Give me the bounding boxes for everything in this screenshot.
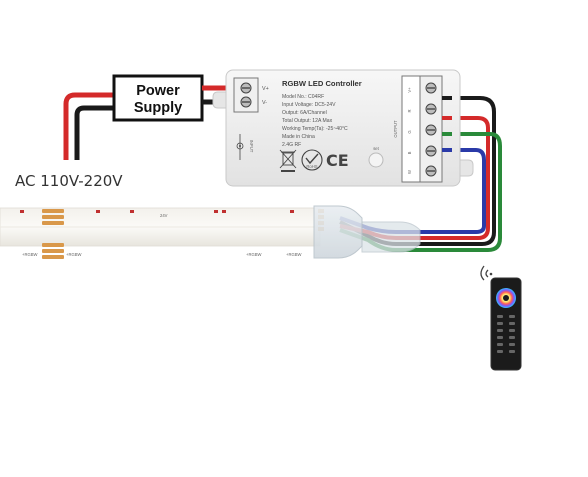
strip-marking: +RGBW	[66, 252, 82, 257]
output-pin-label: W	[407, 170, 412, 174]
spec-line: 2.4G RF	[282, 142, 301, 148]
output-pin-label: V+	[407, 87, 412, 93]
led-strip: +RGBW +RGBW +RGBW +RGBW 24V	[0, 207, 324, 259]
rohs-check-icon	[301, 149, 323, 171]
ac-black-wire	[74, 105, 114, 160]
power-supply-line2: Supply	[134, 100, 182, 116]
remote-buttons	[497, 315, 515, 353]
strip-voltage-marking: 24V	[160, 213, 168, 218]
remote-button[interactable]	[509, 350, 515, 353]
strip-marking: +RGBW	[246, 252, 262, 257]
remote-button[interactable]	[509, 322, 515, 325]
output-pin-g: G	[407, 124, 437, 136]
remote-button[interactable]	[497, 343, 503, 346]
remote-button[interactable]	[509, 315, 515, 318]
output-pin-w: W	[407, 165, 437, 177]
ce-mark: CE	[326, 151, 349, 170]
dc-input-symbol-icon	[236, 134, 244, 160]
strip-marking: +RGBW	[22, 252, 38, 257]
remote-button[interactable]	[497, 350, 503, 353]
spec-line: Input Voltage: DC5-24V	[282, 102, 336, 108]
controller-title: RGBW LED Controller	[282, 79, 362, 88]
input-pin-minus-label: V-	[262, 100, 267, 106]
remote-button[interactable]	[509, 336, 515, 339]
remote-button[interactable]	[497, 336, 503, 339]
remote-button[interactable]	[497, 322, 503, 325]
input-label: INPUT	[249, 140, 254, 153]
rf-remote	[480, 265, 522, 371]
input-pin-plus-label: V+	[262, 86, 269, 92]
ac-red-wire	[63, 92, 114, 160]
spec-line: Made in China	[282, 134, 315, 140]
controller-specs: Model No.: C04RF Input Voltage: DC5-24V …	[282, 94, 348, 148]
set-button[interactable]	[368, 152, 384, 168]
rohs-label: RoHS	[306, 164, 317, 169]
output-label: OUTPUT	[393, 120, 398, 138]
weee-bin-icon	[279, 149, 297, 172]
remote-button[interactable]	[497, 315, 503, 318]
rgbw-controller: V+ V- INPUT RGBW LED Controller Model No…	[212, 69, 474, 187]
strip-solder-pads	[42, 209, 324, 259]
output-pin-label: G	[407, 130, 412, 133]
remote-button[interactable]	[509, 329, 515, 332]
output-pin-b: B	[407, 145, 437, 157]
ac-voltage-label: AC 110V-220V	[15, 172, 123, 190]
wireless-signal-icon	[480, 265, 493, 281]
output-pin-r: R	[407, 103, 437, 115]
output-pin-label: R	[407, 109, 412, 112]
wire-sleeve	[361, 221, 421, 253]
output-pin-label: B	[407, 151, 412, 154]
strip-marking: +RGBW	[286, 252, 302, 257]
spec-line: Model No.: C04RF	[282, 94, 324, 100]
output-pin-vplus: V+	[407, 82, 437, 94]
set-label: set	[373, 146, 379, 151]
spec-line: Output: 6A/Channel	[282, 110, 327, 116]
power-supply-box	[112, 74, 204, 122]
strip-components	[20, 210, 294, 213]
ac-input-wires	[63, 92, 114, 160]
rohs-badge: RoHS	[301, 149, 323, 171]
strip-end-cap	[313, 205, 363, 259]
spec-line: Total Output: 12A Max	[282, 118, 333, 124]
controller-mount-left	[212, 91, 227, 109]
power-supply-line1: Power	[136, 83, 180, 99]
controller-mount-right	[459, 159, 474, 177]
output-pins: V+ R G B W	[407, 82, 437, 177]
remote-button[interactable]	[497, 329, 503, 332]
spec-line: Working Temp(Ta): -25~40°C	[282, 126, 348, 132]
remote-button[interactable]	[509, 343, 515, 346]
remote-center-button[interactable]	[503, 295, 509, 301]
power-supply: Power Supply	[112, 74, 204, 122]
